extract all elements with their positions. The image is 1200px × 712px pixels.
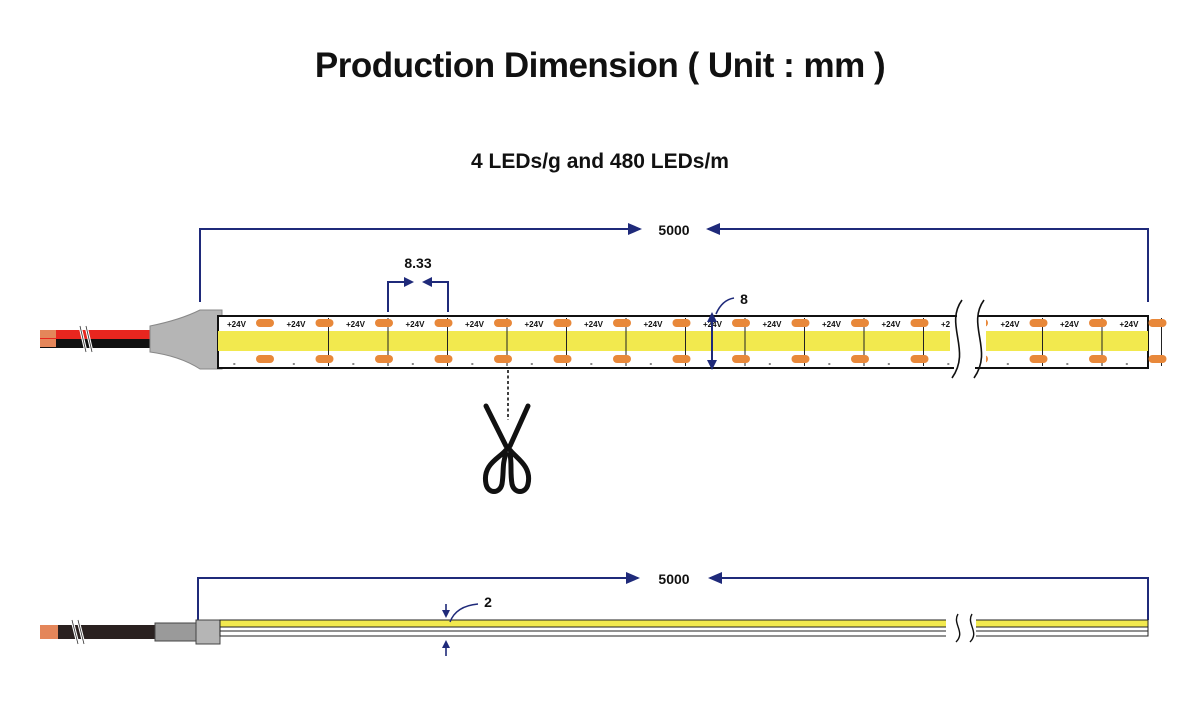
top-length-left-arrow [628,223,642,235]
segment-voltage-label: +24V [1120,320,1140,329]
segment-voltage-label: +24V [465,320,485,329]
resistor-chip [1089,355,1107,363]
segment-minus-label: - [233,359,236,368]
segment-minus-label: - [650,359,653,368]
resistor-chip [434,355,453,363]
resistor-chip [1029,319,1048,327]
segment-minus-label: - [1126,359,1129,368]
resistor-chip [1148,355,1167,363]
segment-minus-label: - [352,359,355,368]
resistor-chip [553,355,572,363]
segment-minus-label: - [293,359,296,368]
top-led-strip: +24V - +24V - +24V - +24V - +24V - +24V - +24V - +24V -… [217,299,1167,380]
resistor-chip [910,355,929,363]
resistor-chip [910,319,929,327]
width-label: 8 [740,291,748,307]
resistor-chip [732,355,750,363]
resistor-chip [494,319,512,327]
resistor-chip [434,319,453,327]
top-length-label: 5000 [658,222,689,238]
resistor-chip [672,355,691,363]
segment-minus-label: - [888,359,891,368]
resistor-chip [851,319,869,327]
resistor-chip [613,319,631,327]
resistor-chip [375,355,393,363]
side-wire [40,619,221,645]
segment-voltage-label: +24V [644,320,664,329]
segment-minus-label: - [412,359,415,368]
segment-minus-label: - [471,359,474,368]
segment-voltage-label: +24V [822,320,842,329]
segment-voltage-label: +24V [346,320,366,329]
top-end-cap [149,309,223,370]
resistor-chip [256,319,274,327]
black-wire-copper [40,339,56,347]
segment-minus-label: - [590,359,593,368]
segment-voltage-label: +24V [763,320,783,329]
resistor-chip [256,355,274,363]
resistor-chip [851,355,869,363]
red-wire [40,330,190,339]
resistor-chip [791,319,810,327]
resistor-chip [315,355,334,363]
segment-voltage-label: +24V [227,320,247,329]
segment-minus-label: - [769,359,772,368]
segment-voltage-label: +24V [1001,320,1021,329]
top-length-dimension: 5000 [199,222,1149,302]
top-length-right-arrow [706,223,720,235]
width-dimension: 8 [707,291,748,370]
black-wire [40,339,190,348]
side-led-strip [219,612,1149,644]
segment-voltage-label: +24V [882,320,902,329]
pitch-dimension: 8.33 [387,255,449,312]
segment-minus-label: - [828,359,831,368]
top-break-line-right [973,299,985,379]
resistor-chip [613,355,631,363]
thickness-dimension: 2 [442,594,492,656]
resistor-chip [732,319,750,327]
segment-minus-label: - [1066,359,1069,368]
segment-minus-label: - [947,359,950,368]
segment-minus-label: - [531,359,534,368]
segment-voltage-label: +24V [287,320,307,329]
segment-voltage-label: +24V [584,320,604,329]
pitch-label: 8.33 [404,255,431,271]
resistor-chip [494,355,512,363]
resistor-chip [375,319,393,327]
side-length-label: 5000 [658,571,689,587]
segment-voltage-label: +24V [406,320,426,329]
page-title: Production Dimension ( Unit : mm ) [314,46,886,85]
top-length-left-bracket [199,228,640,302]
resistor-chip [553,319,572,327]
resistor-chip [1148,319,1167,327]
side-end-cap [195,619,221,645]
top-length-right-bracket [708,228,1149,302]
segment-voltage-label: +24V [525,320,545,329]
segment-minus-label: - [1007,359,1010,368]
resistor-chip [672,319,691,327]
thickness-label: 2 [484,594,492,610]
resistor-chip [315,319,334,327]
resistor-chip [1089,319,1107,327]
resistor-chip [791,355,810,363]
top-wires [40,325,190,353]
top-break-line-left [951,299,963,379]
resistor-chip [1029,355,1048,363]
side-length-dimension: 5000 [197,571,1149,620]
side-connector [154,622,201,642]
scissors-icon [482,403,532,494]
led-density-subtitle: 4 LEDs/g and 480 LEDs/m [471,150,729,173]
segment-voltage-label: +24V [1060,320,1080,329]
red-wire-copper [40,330,56,338]
